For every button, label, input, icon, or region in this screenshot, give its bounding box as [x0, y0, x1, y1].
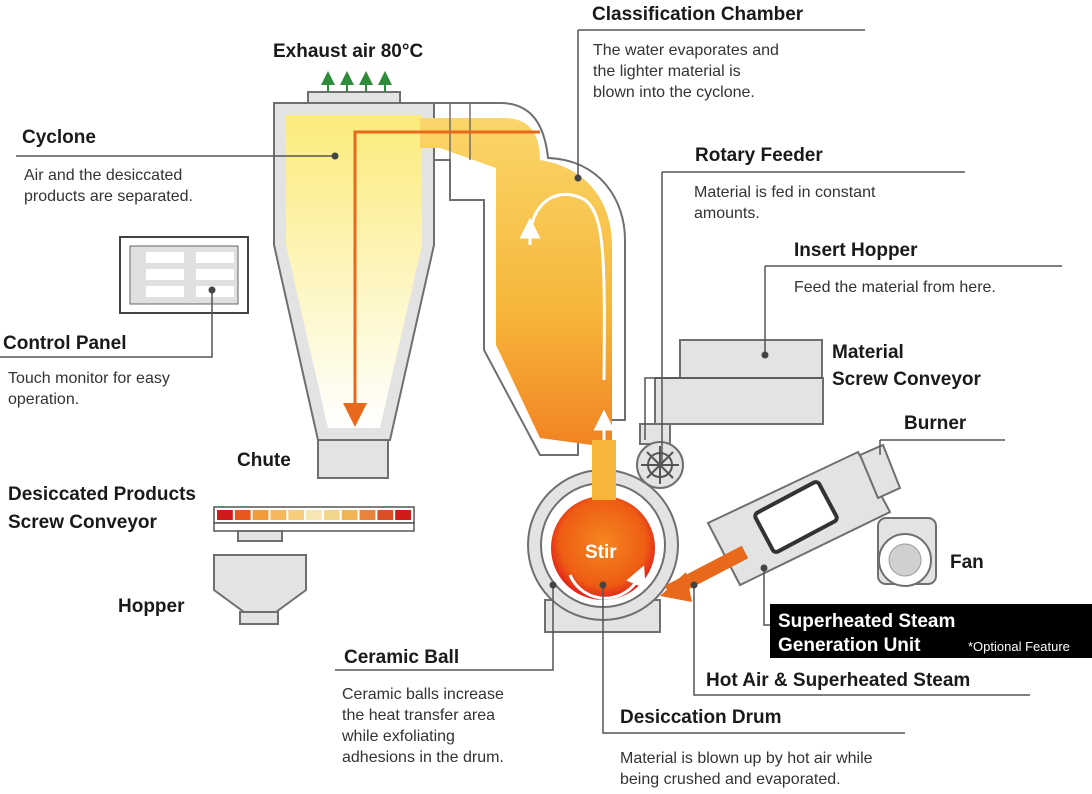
control-panel — [119, 236, 249, 314]
desiccation-drum-desc-2: being crushed and evaporated. — [620, 771, 841, 788]
classification-chamber-desc-3: blown into the cyclone. — [593, 84, 755, 101]
chute — [317, 439, 389, 479]
ceramic-ball-desc-1: Ceramic balls increase — [342, 686, 504, 703]
conveyor-segment — [288, 510, 305, 520]
cyclone-title: Cyclone — [22, 127, 96, 148]
desiccated-conveyor-label-1: Desiccated Products — [8, 484, 196, 505]
optional-feature-note: *Optional Feature — [968, 639, 1070, 654]
classification-chamber-title: Classification Chamber — [592, 4, 804, 25]
stir-label: Stir — [585, 542, 617, 563]
insert-hopper-desc: Feed the material from here. — [794, 279, 996, 296]
conveyor-segment — [217, 510, 233, 520]
steam-unit-badge: Superheated Steam Generation Unit *Optio… — [770, 604, 1092, 658]
conveyor-segment — [306, 510, 322, 520]
control-panel-desc-2: operation. — [8, 391, 79, 408]
classification-chamber — [420, 102, 626, 470]
fan — [877, 517, 937, 587]
desiccated-conveyor-label-2: Screw Conveyor — [8, 512, 157, 533]
material-conveyor-label-2: Screw Conveyor — [832, 369, 981, 390]
ceramic-ball-desc-3: while exfoliating — [341, 728, 455, 745]
control-panel-desc-1: Touch monitor for easy — [8, 370, 170, 387]
steam-generation-unit — [706, 443, 902, 587]
conveyor-segment — [395, 510, 411, 520]
conveyor-segment — [359, 510, 376, 520]
flow-arrow-cyclone — [343, 130, 540, 427]
desiccation-drum-title: Desiccation Drum — [620, 707, 782, 728]
desiccated-products-screw-conveyor — [213, 506, 415, 542]
hopper — [213, 554, 307, 625]
exhaust-label: Exhaust air 80°C — [273, 41, 423, 62]
chute-label: Chute — [237, 450, 291, 471]
conveyor-segment — [252, 510, 269, 520]
rotary-feeder-title: Rotary Feeder — [695, 145, 823, 166]
hopper-label: Hopper — [118, 596, 185, 617]
steam-unit-label-2: Generation Unit — [778, 635, 921, 656]
conveyor-segment — [341, 510, 358, 520]
conveyor-segment — [234, 510, 251, 520]
cyclone-desc-2: products are separated. — [24, 188, 193, 205]
rotary-feeder-desc-1: Material is fed in constant — [694, 184, 876, 201]
ceramic-ball-title: Ceramic Ball — [344, 647, 459, 668]
cyclone-desc-1: Air and the desiccated — [24, 167, 182, 184]
hot-air-label: Hot Air & Superheated Steam — [706, 670, 970, 691]
material-conveyor-label-1: Material — [832, 342, 904, 363]
burner-label: Burner — [904, 413, 967, 434]
conveyor-segment — [323, 510, 340, 520]
exhaust-outlet — [307, 71, 401, 105]
steam-unit-label-1: Superheated Steam — [778, 611, 955, 632]
rotary-feeder — [636, 441, 684, 489]
control-panel-title: Control Panel — [3, 333, 127, 354]
flow-arrow-chamber — [528, 192, 606, 381]
classification-chamber-desc-1: The water evaporates and — [593, 42, 779, 59]
ceramic-ball-desc-2: the heat transfer area — [342, 707, 495, 724]
classification-chamber-desc-2: the lighter material is — [593, 63, 741, 80]
desiccation-drum-desc-1: Material is blown up by hot air while — [620, 750, 873, 767]
desiccation-drum — [527, 440, 679, 633]
material-screw-conveyor — [639, 339, 824, 445]
fan-label: Fan — [950, 552, 984, 573]
conveyor-segment — [377, 510, 394, 520]
insert-hopper-title: Insert Hopper — [794, 240, 918, 261]
conveyor-segment — [270, 510, 287, 520]
rotary-feeder-desc-2: amounts. — [694, 205, 760, 222]
ceramic-ball-desc-4: adhesions in the drum. — [342, 749, 504, 766]
hot-air-arrow-head — [660, 572, 692, 602]
